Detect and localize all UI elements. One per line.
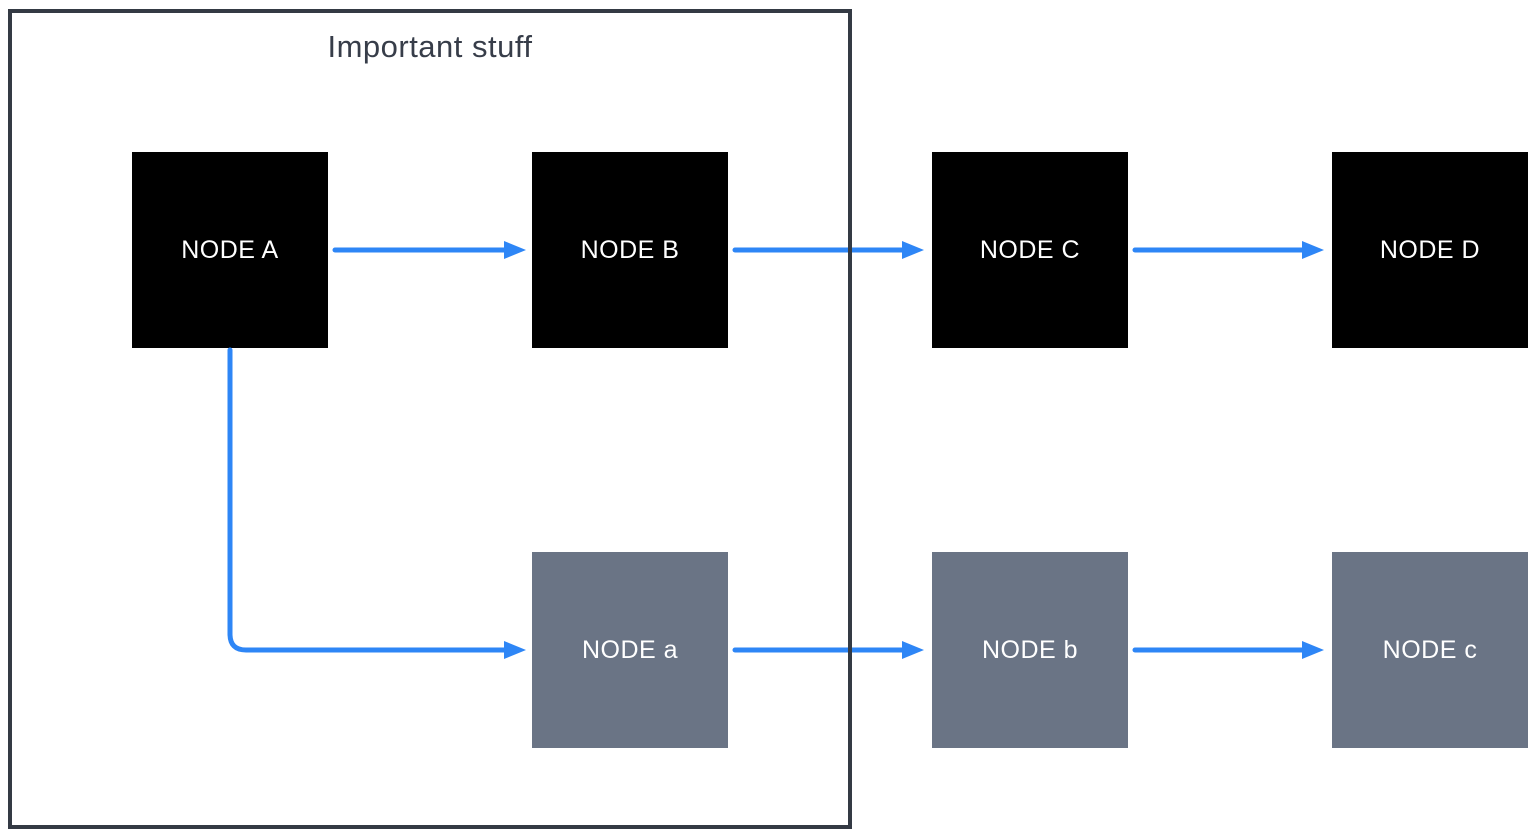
node-A[interactable]: NODE A — [132, 152, 328, 348]
node-b-label: NODE b — [981, 635, 1079, 664]
node-C-label: NODE C — [979, 235, 1081, 264]
node-c-label: NODE c — [1382, 635, 1478, 664]
container-title: Important stuff — [327, 29, 533, 64]
node-B-label: NODE B — [580, 235, 680, 264]
node-a-label: NODE a — [581, 635, 679, 664]
node-B[interactable]: NODE B — [532, 152, 728, 348]
node-c[interactable]: NODE c — [1332, 552, 1528, 748]
node-a[interactable]: NODE a — [532, 552, 728, 748]
node-A-label: NODE A — [181, 235, 279, 264]
node-b[interactable]: NODE b — [932, 552, 1128, 748]
node-D[interactable]: NODE D — [1332, 152, 1528, 348]
node-C[interactable]: NODE C — [932, 152, 1128, 348]
node-D-label: NODE D — [1379, 235, 1481, 264]
edge-A-a-elbow-arrow — [227, 347, 526, 659]
